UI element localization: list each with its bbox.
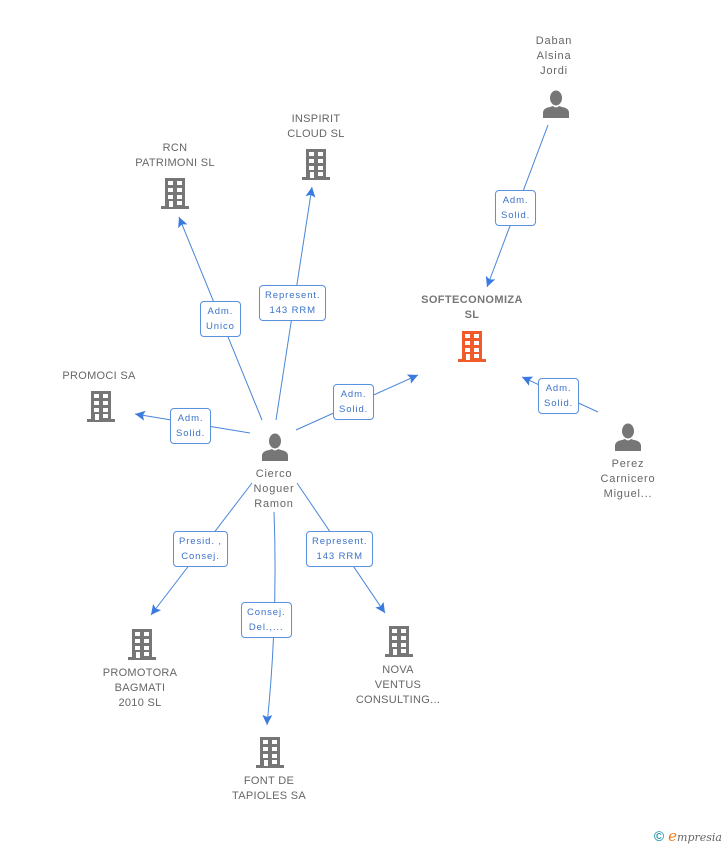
node-label-line: Alsina [536,50,572,62]
node-label-rcn[interactable]: RCN PATRIMONI SL [135,141,215,171]
edge-label-cierco-promoci[interactable]: Adm. Solid. [170,408,212,444]
footer-brand[interactable]: © empresia [654,827,722,845]
node-label-line: CONSULTING... [355,694,441,706]
node-label-line: Carnicero [600,473,656,485]
edge-label-line: Solid. [501,210,531,221]
node-label-line: PROMOCI SA [62,370,136,382]
node-label-line: VENTUS [374,679,422,691]
edge-label-line: Adm. [207,306,234,317]
building-icon[interactable] [299,147,333,186]
node-label-line: Cierco [255,468,293,480]
node-label-line: PATRIMONI SL [135,157,215,169]
node-label-promotora[interactable]: PROMOTORA BAGMATI 2010 SL [103,666,178,711]
edge-label-line: Solid. [544,398,574,409]
node-label-line: CLOUD SL [287,128,345,140]
building-icon[interactable] [84,389,118,428]
edge-label-cierco-nova[interactable]: Represent. 143 RRM [306,531,374,567]
edge-label-cierco-soft[interactable]: Adm. Solid. [333,384,375,420]
node-label-line: Ramon [254,498,294,510]
node-label-line: Jordi [540,65,568,77]
edge-label-line: Represent. [312,536,368,547]
edge-label-cierco-inspirit[interactable]: Represent. 143 RRM [259,285,327,321]
node-label-line: INSPIRIT [291,113,341,125]
edge-label-perez-soft[interactable]: Adm. Solid. [538,378,580,414]
building-icon[interactable] [382,624,416,663]
node-label-line: NOVA [382,664,414,676]
node-label-line: 2010 SL [118,697,162,709]
arrowhead-cierco-soft [406,374,418,384]
node-label-line: FONT DE [243,775,295,787]
edge-label-line: Adm. [177,413,204,424]
arrowhead-cierco-font [262,714,273,725]
node-label-line: Daban [535,35,573,47]
arrowhead-cierco-promoci [135,410,146,421]
building-icon[interactable] [125,627,159,666]
edge-label-line: Adm. [545,383,572,394]
edge-label-line: Del.,... [248,622,284,633]
building-icon[interactable] [253,735,287,774]
edge-label-line: 143 RRM [269,305,316,316]
node-label-nova[interactable]: NOVA VENTUS CONSULTING... [356,663,440,708]
person-icon[interactable] [541,89,571,124]
building-icon[interactable] [158,176,192,215]
node-label-line: Perez [611,458,645,470]
person-icon[interactable] [613,422,643,457]
node-label-line: SL [464,309,480,321]
node-label-promoci[interactable]: PROMOCI SA [62,369,135,384]
edge-label-daban-soft[interactable]: Adm. Solid. [495,190,537,226]
arrowhead-cierco-nova [375,601,385,613]
edge-label-line: Adm. [502,195,529,206]
edge-label-line: Solid. [176,428,206,439]
arrowhead-cierco-promotora [151,604,162,615]
arrowhead-perez-soft [522,376,534,386]
edge-label-line: Solid. [339,404,369,415]
edge-label-cierco-font[interactable]: Consej. Del.,... [241,602,292,638]
node-label-line: SOFTECONOMIZA [421,294,523,306]
edge-label-line: Represent. [265,290,321,301]
node-label-font[interactable]: FONT DE TAPIOLES SA [232,774,306,804]
edge-label-line: Unico [206,321,235,332]
edge-label-line: 143 RRM [316,551,363,562]
edge-label-line: Presid. , [179,536,222,547]
edge-label-line: Adm. [340,389,367,400]
node-label-line: Noguer [253,483,295,495]
node-label-line: RCN [162,142,188,154]
empresia-logo[interactable]: empresia [668,827,722,845]
edge-label-cierco-rcn[interactable]: Adm. Unico [200,301,241,337]
node-label-inspirit[interactable]: INSPIRIT CLOUD SL [287,112,344,142]
node-label-line: Miguel... [603,488,653,500]
copyright-icon: © [653,828,665,844]
edge-label-line: Consej. [247,607,286,618]
edge-label-line: Consej. [181,551,220,562]
arrowhead-cierco-rcn [178,217,188,229]
node-label-softeconomiza[interactable]: SOFTECONOMIZA SL [421,293,523,323]
arrowhead-cierco-inspirit [305,187,316,198]
node-label-line: TAPIOLES SA [231,790,307,802]
building-icon[interactable] [455,329,489,368]
person-icon[interactable] [260,432,290,467]
node-label-line: BAGMATI [114,682,166,694]
arrowhead-daban-soft [485,275,496,287]
edge-label-cierco-promotora[interactable]: Presid. , Consej. [173,531,228,567]
node-label-line: PROMOTORA [102,667,178,679]
